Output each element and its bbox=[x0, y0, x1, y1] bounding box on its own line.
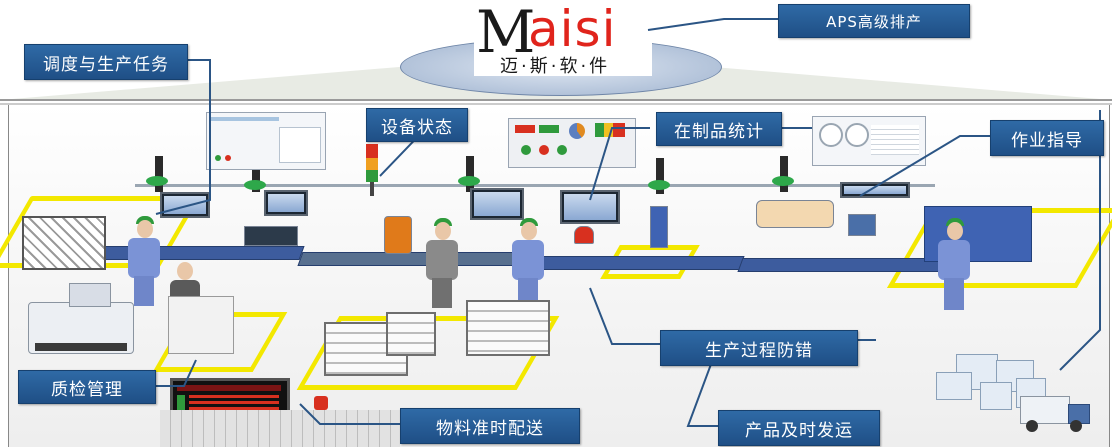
stack-light-4 bbox=[656, 158, 664, 194]
label-shipping: 产品及时发运 bbox=[718, 410, 880, 446]
label-wip-stats: 在制品统计 bbox=[656, 112, 782, 146]
worker-1 bbox=[122, 216, 162, 306]
agv-robot bbox=[28, 283, 134, 354]
machine-blue bbox=[650, 206, 668, 248]
plant-5 bbox=[772, 176, 794, 186]
workstation-3 bbox=[848, 214, 876, 236]
line-monitor-5 bbox=[840, 182, 910, 198]
stack-light-2 bbox=[252, 166, 260, 192]
worker-2 bbox=[420, 218, 460, 308]
press-machine bbox=[924, 206, 1032, 262]
logo: M aisi 迈·斯·软·件 bbox=[474, 0, 652, 77]
plant-3 bbox=[458, 176, 480, 186]
plant-2 bbox=[244, 180, 266, 190]
label-aps: APS高级排产 bbox=[778, 4, 970, 38]
stack-light-5 bbox=[780, 156, 788, 192]
logo-subtitle: 迈·斯·软·件 bbox=[500, 56, 611, 77]
workstation-1 bbox=[244, 226, 298, 246]
material-cart-2 bbox=[466, 300, 550, 356]
warehouse-4 bbox=[980, 382, 1012, 410]
line-monitor-3 bbox=[470, 188, 524, 220]
parts-rack bbox=[22, 216, 106, 270]
material-cart-3 bbox=[386, 312, 436, 356]
line-monitor-1 bbox=[160, 192, 210, 218]
stack-light-1 bbox=[155, 156, 163, 192]
label-equipment-status: 设备状态 bbox=[366, 108, 468, 142]
label-material-delivery: 物料准时配送 bbox=[400, 408, 580, 444]
overhead-rail bbox=[135, 184, 935, 187]
equipment-dashboard bbox=[508, 118, 636, 168]
plant-4 bbox=[648, 180, 670, 190]
label-dispatch: 调度与生产任务 bbox=[24, 44, 188, 80]
delivery-truck bbox=[1020, 396, 1090, 432]
logo-letter-m: M bbox=[476, 0, 536, 66]
warehouse-3 bbox=[936, 372, 972, 400]
workstation-2 bbox=[756, 200, 834, 228]
material-storage bbox=[160, 410, 400, 447]
line-monitor-2 bbox=[264, 190, 308, 216]
label-quality: 质检管理 bbox=[18, 370, 156, 404]
dispatch-dashboard bbox=[206, 112, 326, 170]
robot-arm bbox=[384, 216, 412, 254]
red-marker bbox=[314, 396, 328, 410]
plant-1 bbox=[146, 176, 168, 186]
logo-letters: aisi bbox=[528, 0, 617, 58]
label-work-guidance: 作业指导 bbox=[990, 120, 1104, 156]
signal-tower bbox=[366, 144, 378, 196]
wip-dashboard bbox=[812, 116, 926, 166]
stack-light-3 bbox=[466, 156, 474, 192]
quality-bench bbox=[168, 296, 234, 354]
red-beacon bbox=[574, 226, 594, 244]
worker-4 bbox=[932, 218, 972, 310]
label-error-proofing: 生产过程防错 bbox=[660, 330, 858, 366]
